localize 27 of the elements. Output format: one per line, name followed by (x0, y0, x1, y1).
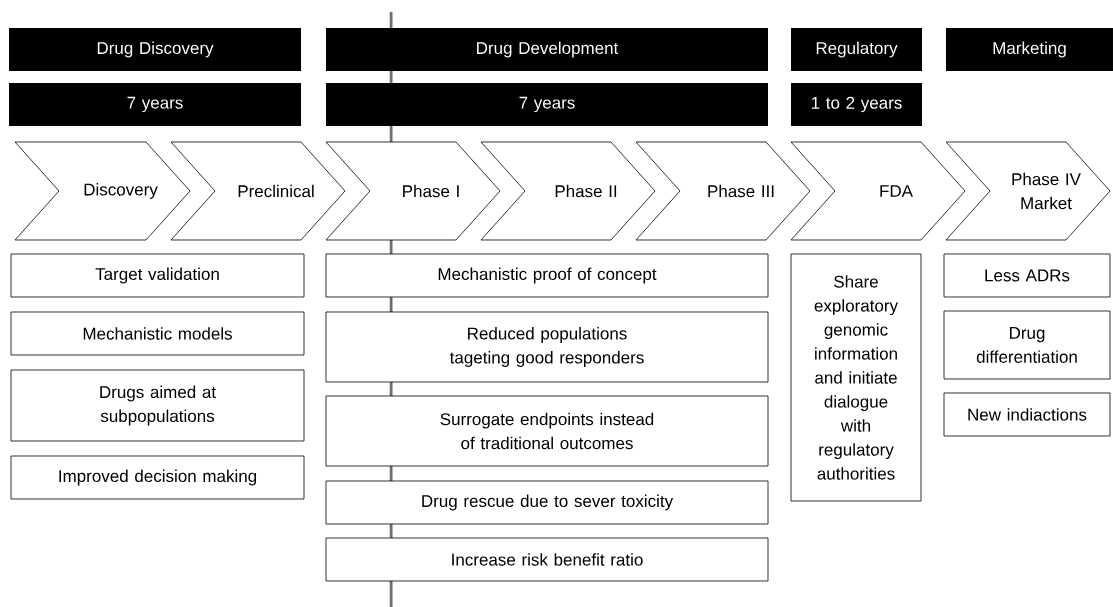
phase-step: Phase I (325, 141, 501, 241)
phase-step: Preclinical (170, 141, 346, 241)
stage-bar: 7 years (9, 83, 301, 126)
text-box: Mechanistic models (10, 311, 305, 356)
text-box: Drugs aimed at subpopulations (10, 369, 305, 442)
text-box: Mechanistic proof of concept (325, 253, 769, 298)
phase-step: FDA (790, 141, 966, 241)
stage-bar: 1 to 2 years (791, 83, 922, 126)
text-box: Reduced populations tageting good responders (325, 311, 769, 383)
text-box: Improved decision making (10, 455, 305, 500)
text-box: Drug differentiation (943, 310, 1111, 380)
text-box: Surrogate endpoints instead of traditional outcomes (325, 395, 769, 467)
stage-bar: Drug Discovery (9, 28, 301, 71)
phase-step: Discovery (14, 141, 191, 241)
stage-bar: Marketing (946, 28, 1113, 71)
text-box: Share exploratory genomic information and initiate dialogue with regulatory authorities (790, 253, 922, 502)
text-box: Increase risk benefit ratio (325, 537, 769, 582)
text-box: Less ADRs (943, 253, 1111, 298)
phase-step: Phase III (635, 141, 811, 241)
text-box: Target validation (10, 253, 305, 298)
stage-bar: Regulatory (791, 28, 922, 71)
text-box: Drug rescue due to sever toxicity (325, 480, 769, 525)
phase-step: Phase II (480, 141, 656, 241)
stage-bar: 7 years (326, 83, 768, 126)
stage-bar: Drug Development (326, 28, 768, 71)
phase-step: Phase IV Market (945, 141, 1111, 241)
text-box: New indiactions (943, 392, 1111, 437)
